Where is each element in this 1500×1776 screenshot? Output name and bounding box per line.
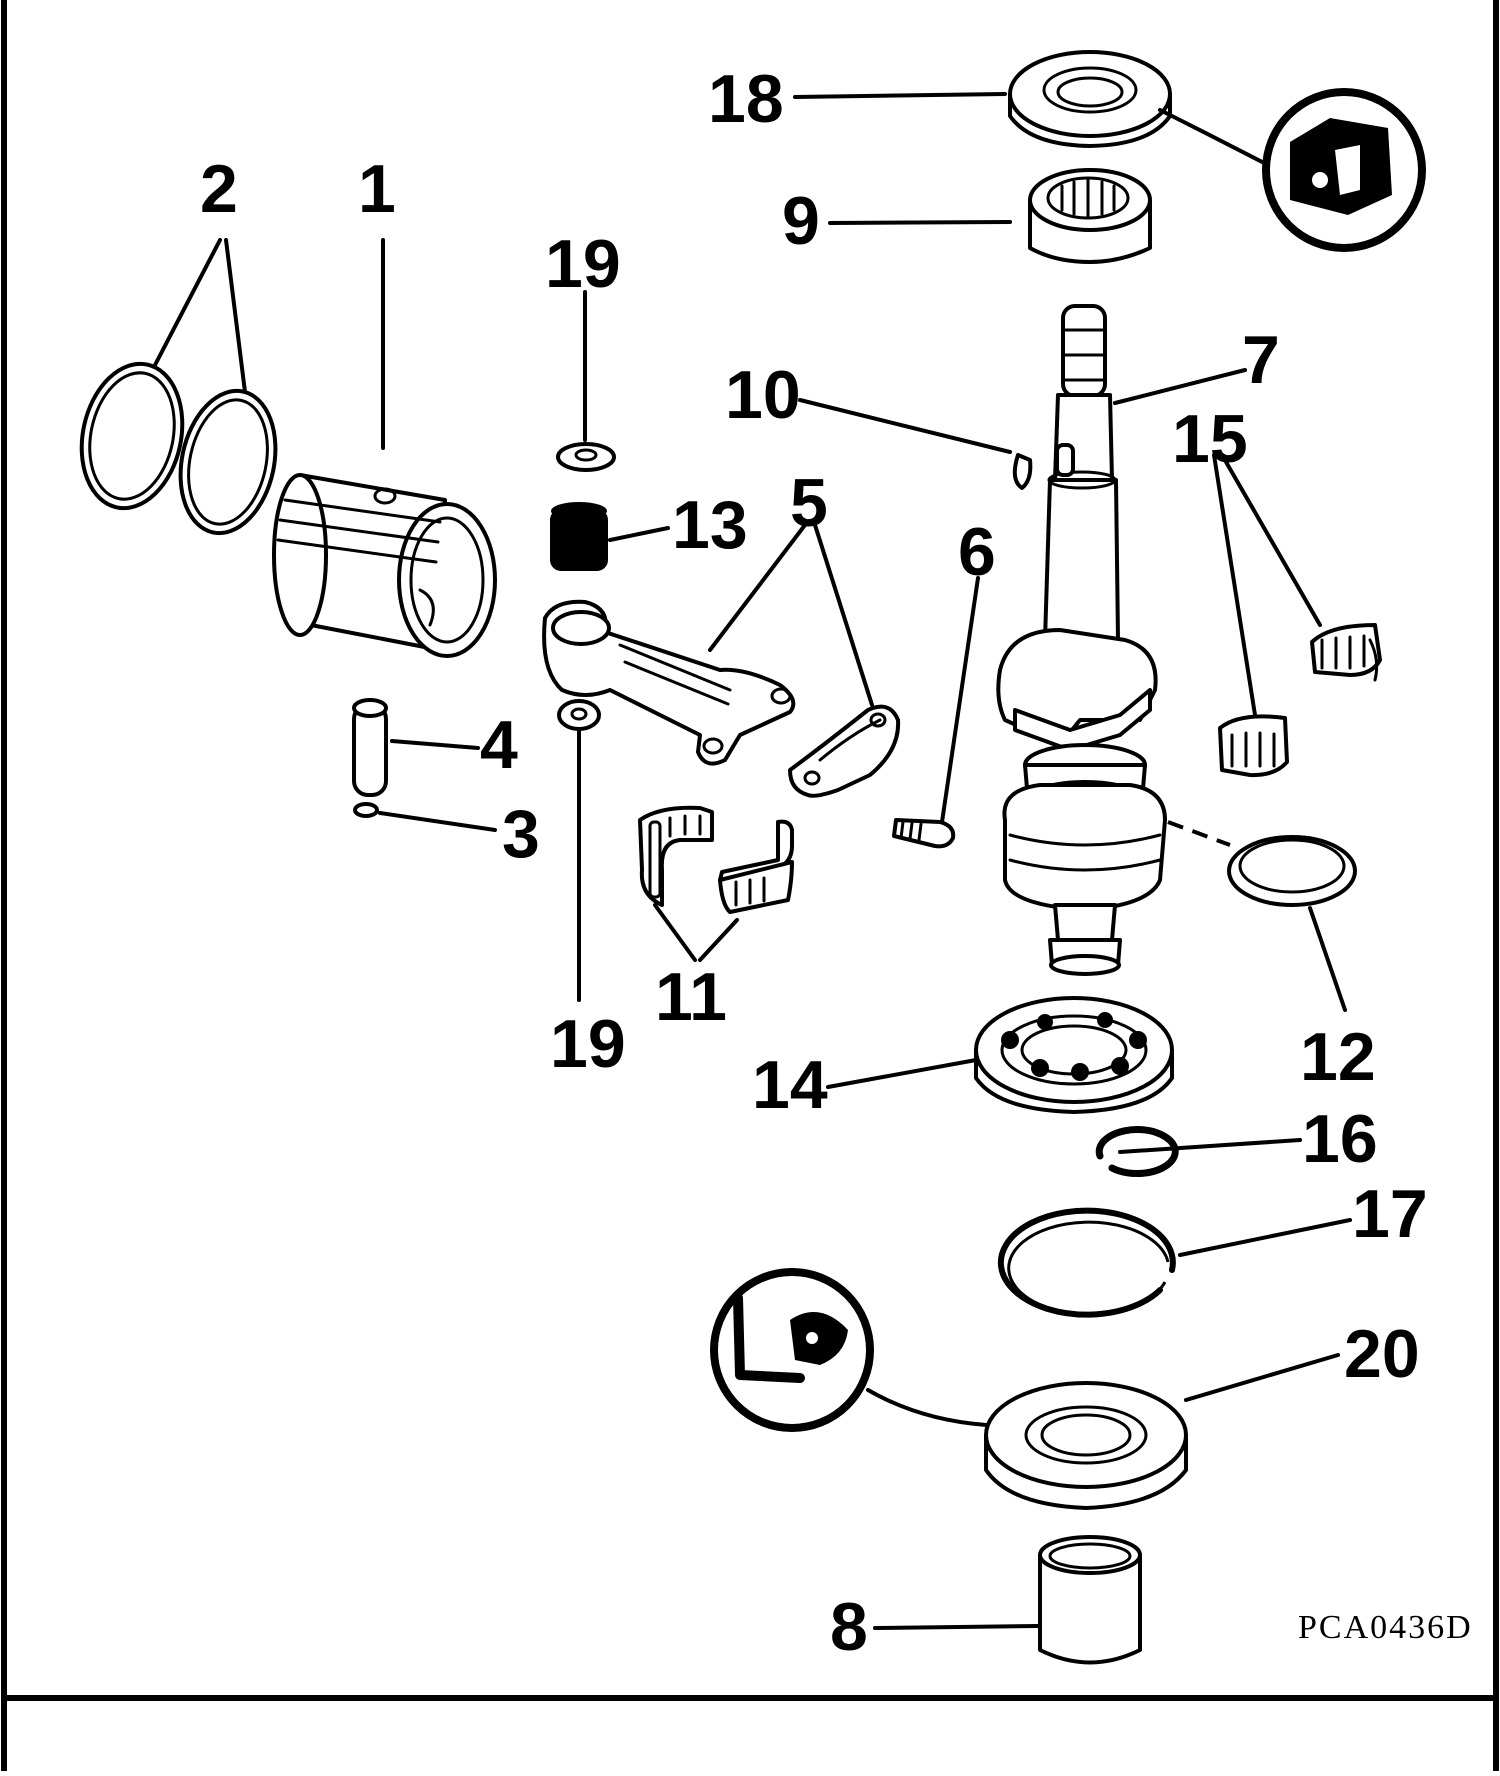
drawing-code: PCA0436D [1298, 1609, 1473, 1646]
main-needle-bearing-lower [1218, 714, 1289, 778]
callout-7: 7 [1242, 322, 1280, 398]
piston-rings [79, 361, 278, 536]
callout-11: 11 [655, 959, 727, 1035]
main-needle-bearing-upper [1310, 623, 1382, 682]
rod-screw [892, 818, 956, 849]
retaining-ring-large [997, 1207, 1176, 1318]
retaining-ring-small [1095, 1126, 1179, 1178]
callout-17: 17 [1352, 1176, 1428, 1252]
callout-14: 14 [752, 1047, 828, 1123]
leader-lines [153, 92, 1352, 1630]
piston-pin [352, 698, 388, 797]
callout-1: 1 [358, 151, 396, 227]
piston [272, 473, 497, 658]
callout-2: 2 [200, 151, 238, 227]
callout-19-top: 19 [545, 226, 621, 302]
ball-bearing [974, 996, 1174, 1114]
sealant-icon-upper [1262, 88, 1426, 252]
upper-needle-bearing [1028, 168, 1152, 264]
callout-8: 8 [830, 1589, 868, 1665]
callout-19-bottom: 19 [550, 1006, 626, 1082]
rod-needle-bearings [638, 805, 794, 914]
callout-4: 4 [480, 707, 518, 783]
thrust-washer-top [556, 442, 616, 472]
callout-9: 9 [782, 183, 820, 259]
woodruff-key [1012, 453, 1033, 490]
bushing [1038, 1535, 1142, 1665]
callout-10: 10 [725, 357, 801, 433]
seal-ring [1227, 835, 1357, 907]
thrust-washer-bottom [557, 699, 601, 731]
callout-12: 12 [1300, 1019, 1376, 1095]
sealant-icon-lower [710, 1268, 874, 1432]
crankshaft [996, 304, 1167, 976]
callout-6: 6 [958, 514, 996, 590]
callout-labels: 18 9 2 1 19 13 10 7 15 5 6 4 3 11 19 12 … [200, 61, 1473, 1665]
connecting-rod-cap [788, 704, 901, 798]
needle-bearing-small [550, 502, 608, 571]
pin-retainer [353, 802, 379, 818]
callout-13: 13 [672, 487, 748, 563]
callout-18: 18 [708, 61, 784, 137]
callout-5: 5 [790, 465, 828, 541]
connecting-rod [542, 599, 796, 766]
callout-16: 16 [1302, 1101, 1378, 1177]
callout-15: 15 [1172, 401, 1248, 477]
callout-3: 3 [502, 796, 540, 872]
callout-20: 20 [1344, 1316, 1420, 1392]
lower-oil-seal [984, 1381, 1188, 1510]
upper-oil-seal [1008, 50, 1172, 148]
